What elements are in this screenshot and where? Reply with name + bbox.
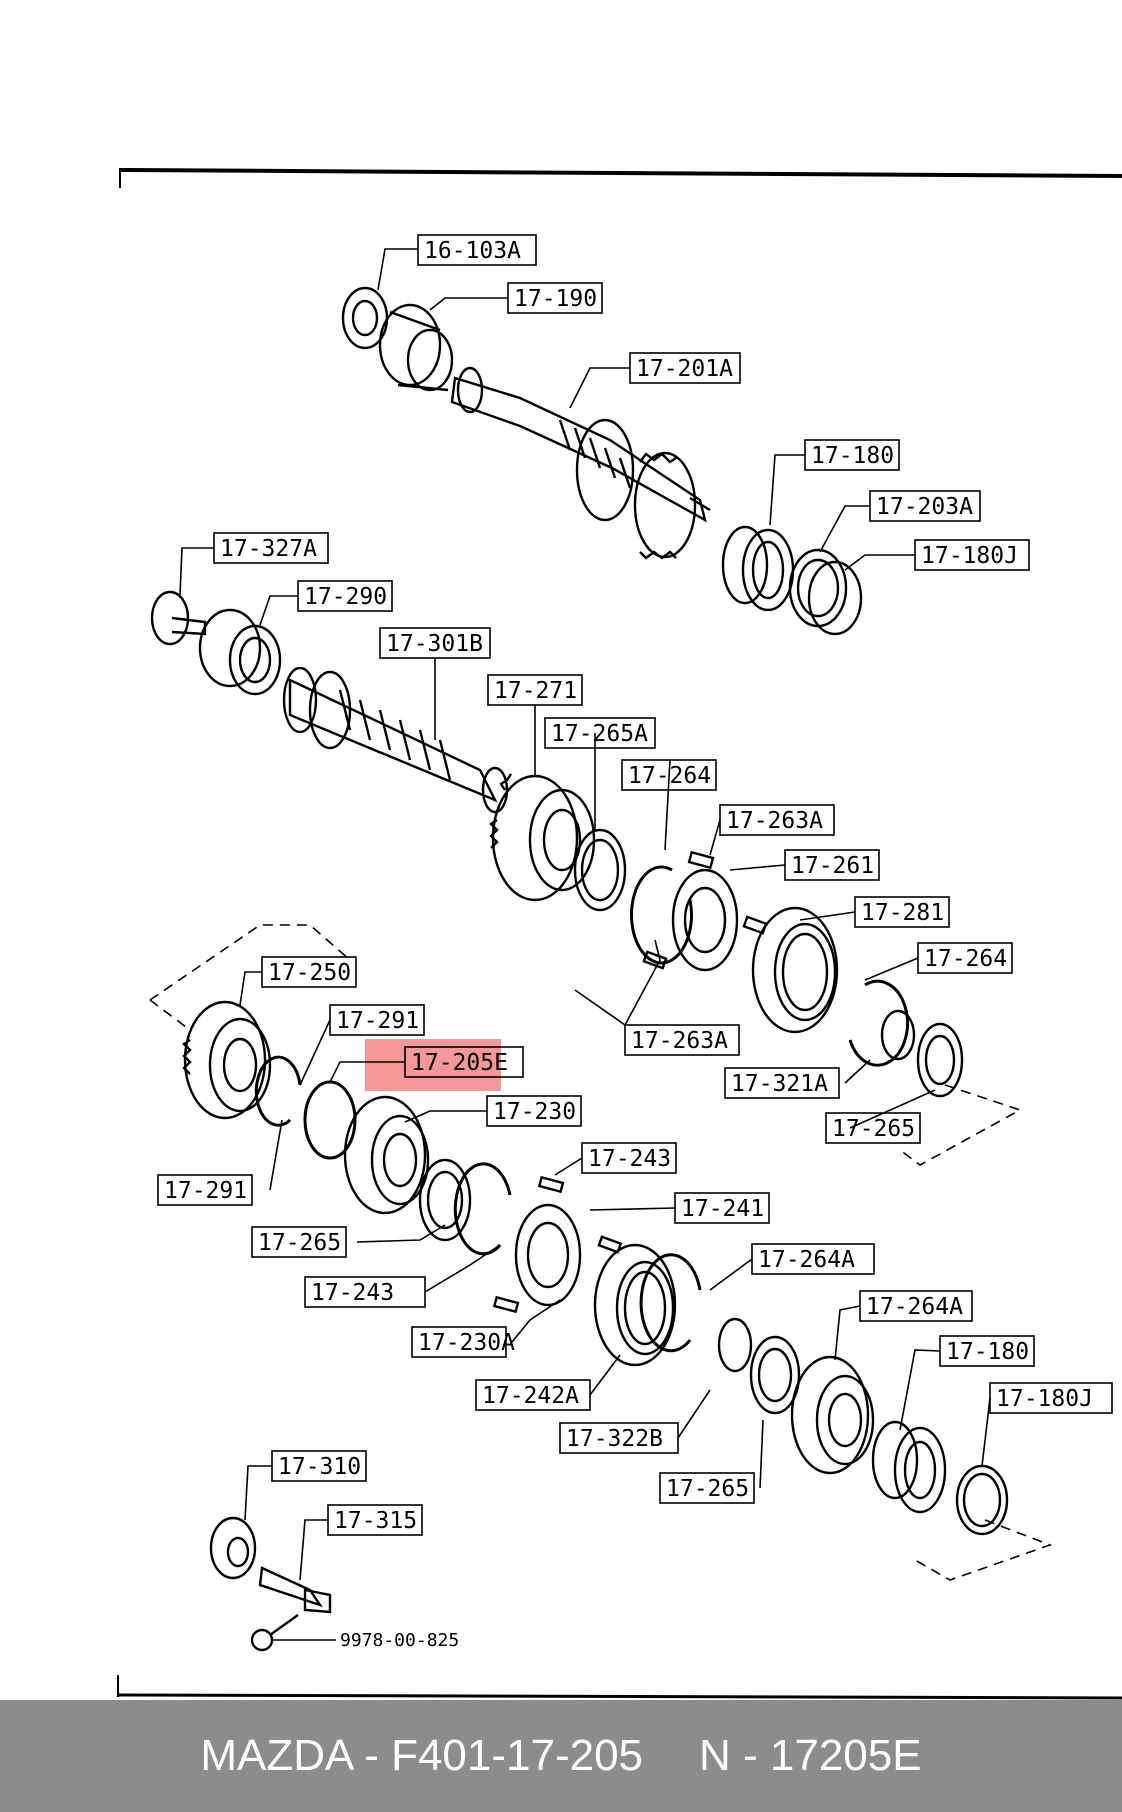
label-17-310: 17-310 bbox=[278, 1454, 361, 1480]
dashed-groups bbox=[149, 924, 1053, 1581]
footer-oem-number: N - 17205E bbox=[699, 1731, 922, 1780]
label-17-265-mid: 17-265 bbox=[258, 1230, 341, 1256]
label-17-180: 17-180 bbox=[811, 443, 894, 469]
parts bbox=[150, 286, 1009, 1652]
bolt-label-group: 9978-00-825 bbox=[340, 1630, 459, 1651]
label-17-265-right: 17-265 bbox=[832, 1116, 915, 1142]
part-label-texts: 16-103A 17-190 17-201A 17-180 17-203A 17… bbox=[164, 238, 1093, 1534]
label-17-290: 17-290 bbox=[304, 584, 387, 610]
label-17-180j: 17-180J bbox=[921, 543, 1018, 569]
label-17-190: 17-190 bbox=[514, 286, 597, 312]
label-17-230a: 17-230A bbox=[418, 1330, 515, 1356]
leader-lines bbox=[179, 248, 991, 1641]
label-17-180j-lower: 17-180J bbox=[996, 1386, 1093, 1412]
exploded-parts-diagram: 16-103A 17-190 17-201A 17-180 17-203A 17… bbox=[117, 168, 1122, 1700]
label-17-264a-lower: 17-264A bbox=[866, 1294, 963, 1320]
label-17-265a: 17-265A bbox=[551, 721, 648, 747]
part-labels bbox=[157, 234, 1113, 1536]
label-17-230: 17-230 bbox=[493, 1099, 576, 1125]
label-17-241: 17-241 bbox=[681, 1196, 764, 1222]
label-17-264-right: 17-264 bbox=[924, 946, 1007, 972]
footer-bar: MAZDA - F401-17-205 N - 17205E bbox=[0, 1700, 1122, 1812]
label-17-243-lower: 17-243 bbox=[311, 1280, 394, 1306]
label-17-291-lower: 17-291 bbox=[164, 1178, 247, 1204]
bolt-part-number: 9978-00-825 bbox=[340, 1630, 459, 1651]
frame bbox=[117, 168, 1122, 1700]
label-17-250: 17-250 bbox=[268, 960, 351, 986]
label-17-281: 17-281 bbox=[861, 900, 944, 926]
label-17-205e: 17-205E bbox=[411, 1050, 508, 1076]
label-17-321a: 17-321A bbox=[731, 1071, 828, 1097]
label-17-315: 17-315 bbox=[334, 1508, 417, 1534]
label-17-264a: 17-264A bbox=[758, 1247, 855, 1273]
label-17-243: 17-243 bbox=[588, 1146, 671, 1172]
label-17-264: 17-264 bbox=[628, 763, 711, 789]
label-17-327a: 17-327A bbox=[220, 536, 317, 562]
label-17-180-lower: 17-180 bbox=[946, 1339, 1029, 1365]
label-17-265-lower: 17-265 bbox=[666, 1476, 749, 1502]
label-17-201a: 17-201A bbox=[636, 356, 733, 382]
label-17-261: 17-261 bbox=[791, 853, 874, 879]
label-17-263a: 17-263A bbox=[726, 808, 823, 834]
label-16-103a: 16-103A bbox=[424, 238, 521, 264]
footer-part-number: MAZDA - F401-17-205 bbox=[200, 1731, 644, 1780]
label-17-301b: 17-301B bbox=[386, 631, 483, 657]
label-17-322b: 17-322B bbox=[566, 1426, 663, 1452]
label-17-263a-lower: 17-263A bbox=[631, 1028, 728, 1054]
label-17-291: 17-291 bbox=[336, 1008, 419, 1034]
label-17-271: 17-271 bbox=[494, 678, 577, 704]
label-17-242a: 17-242A bbox=[482, 1383, 579, 1409]
label-17-203a: 17-203A bbox=[876, 494, 973, 520]
